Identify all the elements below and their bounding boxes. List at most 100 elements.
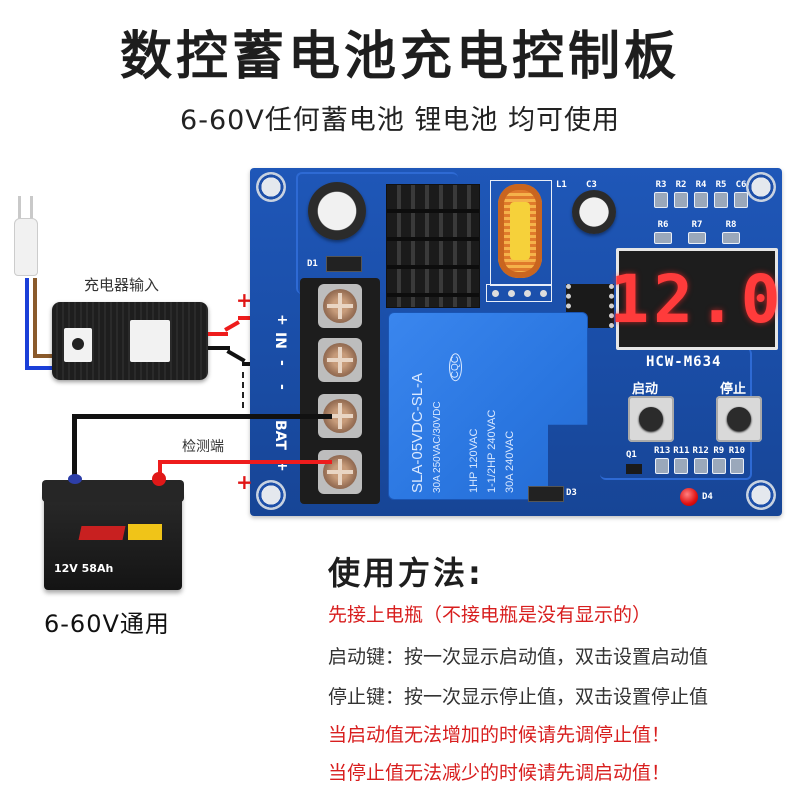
- board-model: HCW-M634: [646, 354, 722, 370]
- relay-spec-2: 1-1/2HP 240VAC: [486, 409, 498, 493]
- usage-line-1: 先接上电瓶（不接电瓶是没有显示的）: [328, 604, 652, 626]
- silk-d3: D3: [566, 488, 577, 498]
- start-button-label: 启动: [632, 382, 659, 397]
- battery-spec: 12V 58Ah: [54, 562, 114, 575]
- charge-control-board: D1 L1 C3 R3 R2 R4 R5 C6 R6 R7 R8 12.0 HC…: [250, 168, 782, 516]
- resistor-pad: [688, 232, 706, 244]
- relay-cert: CQC: [449, 353, 462, 382]
- silk-r8: R8: [725, 220, 737, 230]
- relay: SLA-05VDC-SL-A 30A 250VAC/30VDC CQC 1HP …: [388, 312, 588, 500]
- bat-positive-wire-h: [158, 460, 332, 464]
- power-cord-blue-h: [25, 366, 55, 370]
- relay-spec-3: 30A 240VAC: [504, 430, 516, 493]
- label-in: IN: [272, 332, 288, 349]
- in-plus-sign: +: [236, 288, 253, 312]
- label-in-minus: -: [274, 360, 290, 366]
- adapter-label-sticker: [130, 320, 170, 362]
- page-title: 数控蓄电池充电控制板: [119, 27, 680, 87]
- resistor-row-mid: R6 R7 R8: [654, 220, 740, 244]
- terminal-in-positive[interactable]: [318, 284, 362, 328]
- terminal-bat-positive[interactable]: [318, 450, 362, 494]
- battery-plus-logo: [128, 524, 162, 540]
- silk-c6: C6: [735, 180, 747, 190]
- silk-r10: R10: [728, 446, 746, 456]
- electrolytic-capacitor: [308, 182, 366, 240]
- label-bat: BAT: [272, 420, 288, 450]
- label-bat-plus: +: [274, 460, 290, 472]
- diode-d3: [528, 486, 564, 502]
- start-button[interactable]: [628, 396, 674, 442]
- capacitor-pad: [734, 192, 748, 208]
- page-subtitle: 6-60V任何蓄电池 锂电池 均可使用: [180, 105, 620, 136]
- stop-button[interactable]: [716, 396, 762, 442]
- silk-d1: D1: [307, 259, 318, 269]
- inductor-outline: [490, 180, 552, 286]
- in-positive-wire-diag: [224, 320, 240, 332]
- silk-r3: R3: [655, 180, 667, 190]
- usage-line-3: 停止键：按一次显示停止值，双击设置停止值: [328, 686, 709, 708]
- silk-c3: C3: [586, 180, 597, 190]
- silk-r13: R13: [654, 446, 671, 456]
- terminal-in-negative[interactable]: [318, 338, 362, 382]
- resistor-pad: [674, 458, 689, 474]
- resistor-pad: [674, 192, 688, 208]
- silk-d4: D4: [702, 492, 713, 502]
- mount-hole-tl: [256, 172, 286, 202]
- resistor-pad: [654, 192, 668, 208]
- adapter-switch-plate: [64, 328, 92, 362]
- label-in-plus: +: [274, 314, 290, 326]
- silk-r9: R9: [713, 446, 725, 456]
- in-negative-wire-diag: [226, 349, 246, 363]
- silk-r6: R6: [657, 220, 669, 230]
- usage-line-4: 当启动值无法增加的时候请先调停止值！: [328, 724, 671, 746]
- bat-negative-wire-h: [72, 414, 332, 419]
- resistor-pad: [694, 192, 708, 208]
- resistor-row-top: R3 R2 R4 R5 C6: [654, 180, 748, 208]
- pcb-trace: [296, 172, 458, 294]
- diode-d1: [326, 256, 362, 272]
- capacitor-c3: [572, 190, 616, 234]
- usage-line-2: 启动键：按一次显示启动值，双击设置启动值: [328, 646, 709, 668]
- led-voltage-display: 12.0: [610, 248, 780, 350]
- in-positive-wire: [208, 332, 228, 336]
- silk-r2: R2: [675, 180, 687, 190]
- silk-r7: R7: [691, 220, 703, 230]
- header-pins: [486, 284, 552, 302]
- relay-rating: 30A 250VAC/30VDC: [432, 401, 443, 493]
- resistor-row-bottom: R13 R11 R12 R9 R10: [654, 446, 745, 474]
- label-bat-minus: -: [274, 384, 290, 390]
- silk-r4: R4: [695, 180, 707, 190]
- silk-r11: R11: [673, 446, 690, 456]
- usage-title: 使用方法:: [328, 554, 484, 592]
- toroid-inductor: [498, 184, 542, 278]
- usage-line-5: 当停止值无法减少的时候请先调启动值！: [328, 762, 671, 784]
- charger-input-label: 充电器输入: [84, 276, 160, 294]
- charger-adapter: [52, 302, 208, 380]
- relay-model: SLA-05VDC-SL-A: [409, 372, 426, 493]
- status-led-d4: [680, 488, 698, 506]
- bat-negative-wire-v: [72, 414, 77, 494]
- battery-voltage-caption: 6-60V通用: [44, 610, 170, 638]
- resistor-pad: [693, 458, 708, 474]
- display-value: 12.0: [609, 260, 785, 338]
- in-negative-wire: [208, 346, 230, 350]
- silk-q1: Q1: [626, 450, 637, 460]
- resistor-pad: [729, 458, 744, 474]
- sense-terminal-label: 检测端: [182, 439, 224, 455]
- battery-negative-terminal: [68, 474, 82, 484]
- mount-hole-bl: [256, 480, 286, 510]
- transistor-q1: [626, 464, 642, 474]
- power-cord-blue: [25, 278, 29, 368]
- silk-r12: R12: [692, 446, 709, 456]
- silk-l1: L1: [556, 180, 567, 190]
- battery-positive-terminal: [152, 472, 166, 486]
- screw-terminal-block: [300, 278, 380, 504]
- silk-r5: R5: [715, 180, 727, 190]
- dashed-separator: [242, 372, 244, 408]
- resistor-pad: [655, 458, 670, 474]
- bat-plus-sign: +: [236, 470, 253, 494]
- resistor-pad: [654, 232, 672, 244]
- power-plug-icon: [0, 196, 50, 286]
- power-cord-brown-h: [33, 354, 55, 358]
- heatsink: [386, 184, 480, 308]
